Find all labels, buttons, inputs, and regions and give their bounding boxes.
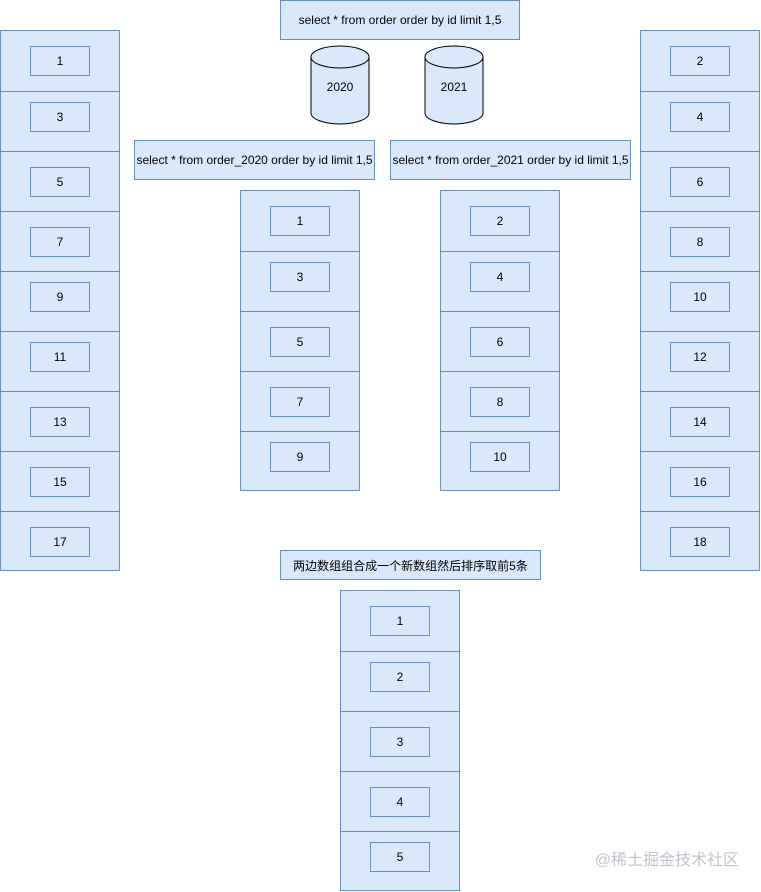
value-box: 2 [470,206,530,236]
value-box: 3 [30,102,90,132]
value-box: 9 [30,282,90,312]
column-cell: 6 [641,151,759,211]
value-box: 6 [670,167,730,197]
database-2021: 2021 [424,45,484,125]
outer-right-column: 2 4 6 8 10 12 14 16 18 [640,30,760,571]
column-cell: 13 [1,391,119,451]
database-cylinder-icon [310,45,370,125]
column-cell: 7 [1,211,119,271]
value-box: 11 [30,342,90,372]
column-cell: 5 [1,151,119,211]
column-cell: 10 [641,271,759,331]
database-label: 2020 [326,80,354,94]
column-cell: 16 [641,451,759,511]
value-box: 12 [670,342,730,372]
value-box: 4 [370,787,430,817]
column-cell: 15 [1,451,119,511]
column-cell: 2 [341,651,459,711]
value-box: 7 [270,387,330,417]
column-cell: 2 [441,191,559,251]
value-box: 4 [670,102,730,132]
value-box: 10 [670,282,730,312]
top-query-label: select * from order order by id limit 1,… [280,0,520,40]
value-box: 2 [370,662,430,692]
column-cell: 3 [1,91,119,151]
column-cell: 8 [641,211,759,271]
column-cell: 3 [341,711,459,771]
inner-left-column: 1 3 5 7 9 [240,190,360,491]
column-cell: 9 [1,271,119,331]
column-cell: 8 [441,371,559,431]
column-cell: 1 [1,31,119,91]
column-cell: 4 [341,771,459,831]
column-cell: 18 [641,511,759,572]
value-box: 1 [30,46,90,76]
value-box: 16 [670,467,730,497]
column-cell: 5 [341,831,459,892]
column-cell: 12 [641,331,759,391]
value-box: 8 [470,387,530,417]
merged-result-column: 1 2 3 4 5 [340,590,460,891]
column-cell: 2 [641,31,759,91]
outer-left-column: 1 3 5 7 9 11 13 15 17 [0,30,120,571]
column-cell: 14 [641,391,759,451]
value-box: 14 [670,407,730,437]
value-box: 8 [670,227,730,257]
value-box: 2 [670,46,730,76]
value-box: 4 [470,262,530,292]
value-box: 15 [30,467,90,497]
column-cell: 6 [441,311,559,371]
value-box: 5 [370,842,430,872]
value-box: 3 [370,727,430,757]
merge-note-label: 两边数组组合成一个新数组然后排序取前5条 [280,550,541,580]
value-box: 18 [670,527,730,557]
inner-right-column: 2 4 6 8 10 [440,190,560,491]
column-cell: 4 [441,251,559,311]
column-cell: 3 [241,251,359,311]
value-box: 17 [30,527,90,557]
value-box: 9 [270,442,330,472]
database-cylinder-icon [424,45,484,125]
right-query-label: select * from order_2021 order by id lim… [390,140,631,180]
column-cell: 10 [441,431,559,492]
column-cell: 4 [641,91,759,151]
value-box: 5 [270,327,330,357]
value-box: 5 [30,167,90,197]
column-cell: 1 [241,191,359,251]
value-box: 3 [270,262,330,292]
database-label: 2021 [440,80,468,94]
value-box: 1 [370,606,430,636]
column-cell: 7 [241,371,359,431]
value-box: 13 [30,407,90,437]
value-box: 6 [470,327,530,357]
column-cell: 9 [241,431,359,492]
left-query-label: select * from order_2020 order by id lim… [134,140,375,180]
value-box: 10 [470,442,530,472]
watermark: @稀土掘金技术社区 [594,852,739,869]
column-cell: 17 [1,511,119,572]
database-2020: 2020 [310,45,370,125]
value-box: 1 [270,206,330,236]
column-cell: 11 [1,331,119,391]
column-cell: 1 [341,591,459,651]
value-box: 7 [30,227,90,257]
column-cell: 5 [241,311,359,371]
